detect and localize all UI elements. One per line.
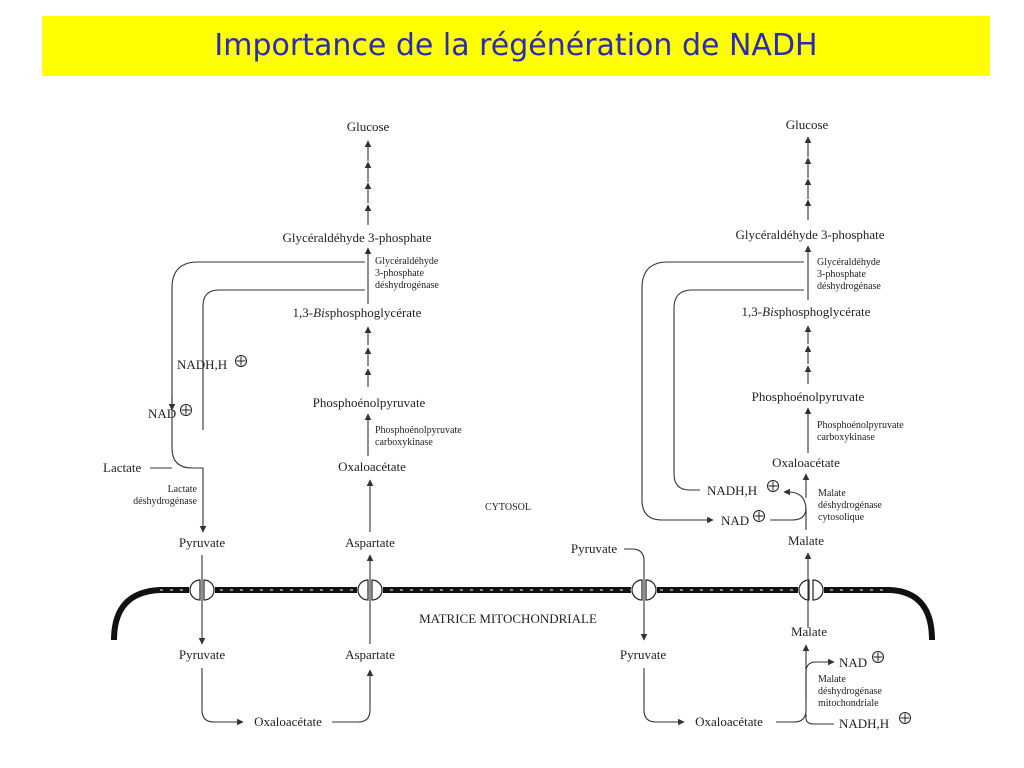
slide-title: Importance de la régénération de NADH	[214, 28, 818, 63]
right-nad-cyto-label: NAD	[721, 513, 749, 528]
left-oaa-cyto-label: Oxaloacétate	[338, 459, 406, 474]
right-pyruvate-cyto-label: Pyruvate	[571, 541, 617, 556]
right-pyruvate-mito-label: Pyruvate	[620, 647, 666, 662]
right-nadh-mito-link	[805, 714, 834, 725]
left-oaa-mito-label: Oxaloacétate	[254, 714, 322, 729]
right-nad-to-malate-link	[770, 507, 807, 521]
right-nad-mito-plus-icon	[872, 651, 884, 663]
right-malate-mito-label: Malate	[791, 624, 827, 639]
right-pepck-line2: carboxykinase	[817, 432, 875, 443]
left-nadh-label: NADH,H	[177, 357, 227, 372]
right-g3pdh-line3: déshydrogénase	[817, 281, 881, 292]
right-pepck-line1: Phosphoénolpyruvate	[817, 420, 904, 431]
right-glucose-label: Glucose	[786, 117, 829, 132]
right-malate-cyto-label: Malate	[788, 533, 824, 548]
left-g3pdh-line3: déshydrogénase	[375, 280, 439, 291]
right-pyr-to-oaa-arrow	[643, 668, 685, 726]
left-ldh-line2: déshydrogénase	[133, 496, 197, 507]
right-nad-cyto-plus-icon	[753, 510, 765, 522]
transporter-pyruvate-right	[631, 578, 657, 602]
right-nad-mito-arrow	[805, 658, 835, 700]
right-bpg-label: 1,3-Bisphosphoglycérate	[742, 304, 871, 319]
right-mdh-cyto-line2: déshydrogénase	[818, 500, 882, 511]
right-g3pdh-line2: 3-phosphate	[817, 269, 866, 280]
right-mdh-cyto-line1: Malate	[818, 488, 846, 499]
right-nadh-loop-outer	[641, 261, 804, 524]
right-nadh-mito-label: NADH,H	[839, 716, 889, 731]
left-aspartate-cyto-label: Aspartate	[345, 535, 395, 550]
left-oaa-to-asp-arrow	[332, 669, 374, 723]
left-pepck-line2: carboxykinase	[375, 437, 433, 448]
right-nadh-cyto-label: NADH,H	[707, 483, 757, 498]
right-oaa-mito-label: Oxaloacétate	[695, 714, 763, 729]
left-nadh-plus-icon	[235, 355, 247, 367]
left-lactate-label: Lactate	[103, 460, 141, 475]
left-aspartate-mito-label: Aspartate	[345, 647, 395, 662]
matrix-label: MATRICE MITOCHONDRIALE	[419, 611, 597, 626]
right-g3pdh-line1: Glycéraldéhyde	[817, 257, 881, 268]
title-bar: Importance de la régénération de NADH	[42, 16, 990, 76]
left-glucose-label: Glucose	[347, 119, 390, 134]
left-ldh-line1: Lactate	[168, 484, 198, 495]
right-mdh-mito-line1: Malate	[818, 674, 846, 685]
right-g3p-label: Glycéraldéhyde 3-phosphate	[735, 227, 884, 242]
right-nadh-mito-plus-icon	[899, 712, 911, 724]
left-pyruvate-cyto-label: Pyruvate	[179, 535, 225, 550]
right-oaa-cyto-label: Oxaloacétate	[772, 455, 840, 470]
right-oaa-to-malate-arrow	[776, 644, 810, 723]
left-g3pdh-line2: 3-phosphate	[375, 268, 424, 279]
right-mdh-mito-line3: mitochondriale	[818, 698, 879, 709]
right-nad-mito-label: NAD	[839, 655, 867, 670]
right-pyruvate-transport-arrow	[624, 548, 648, 641]
left-pyr-to-oaa-arrow	[201, 668, 244, 726]
right-malate-to-oaa-arrow	[783, 488, 807, 530]
left-g3p-label: Glycéraldéhyde 3-phosphate	[282, 230, 431, 245]
left-nad-label: NAD	[148, 406, 176, 421]
left-pyruvate-mito-label: Pyruvate	[179, 647, 225, 662]
right-mdh-mito-line2: déshydrogénase	[818, 686, 882, 697]
left-nadh-loop-inner	[202, 289, 365, 430]
right-nadh-cyto-plus-icon	[767, 480, 779, 492]
left-pepck-line1: Phosphoénolpyruvate	[375, 425, 462, 436]
cytosol-label: CYTOSOL	[485, 502, 531, 513]
left-pep-label: Phosphoénolpyruvate	[313, 395, 426, 410]
left-nad-plus-icon	[180, 404, 192, 416]
transporter-malate	[798, 578, 824, 602]
right-nadh-loop-inner	[673, 289, 804, 491]
left-nadh-loop-outer	[171, 261, 365, 533]
left-g3pdh-line1: Glycéraldéhyde	[375, 256, 439, 267]
left-bpg-label: 1,3-Bisphosphoglycérate	[293, 305, 422, 320]
right-mdh-cyto-line3: cytosolique	[818, 512, 865, 523]
right-pep-label: Phosphoénolpyruvate	[752, 389, 865, 404]
mitochondrial-membrane	[111, 587, 935, 641]
